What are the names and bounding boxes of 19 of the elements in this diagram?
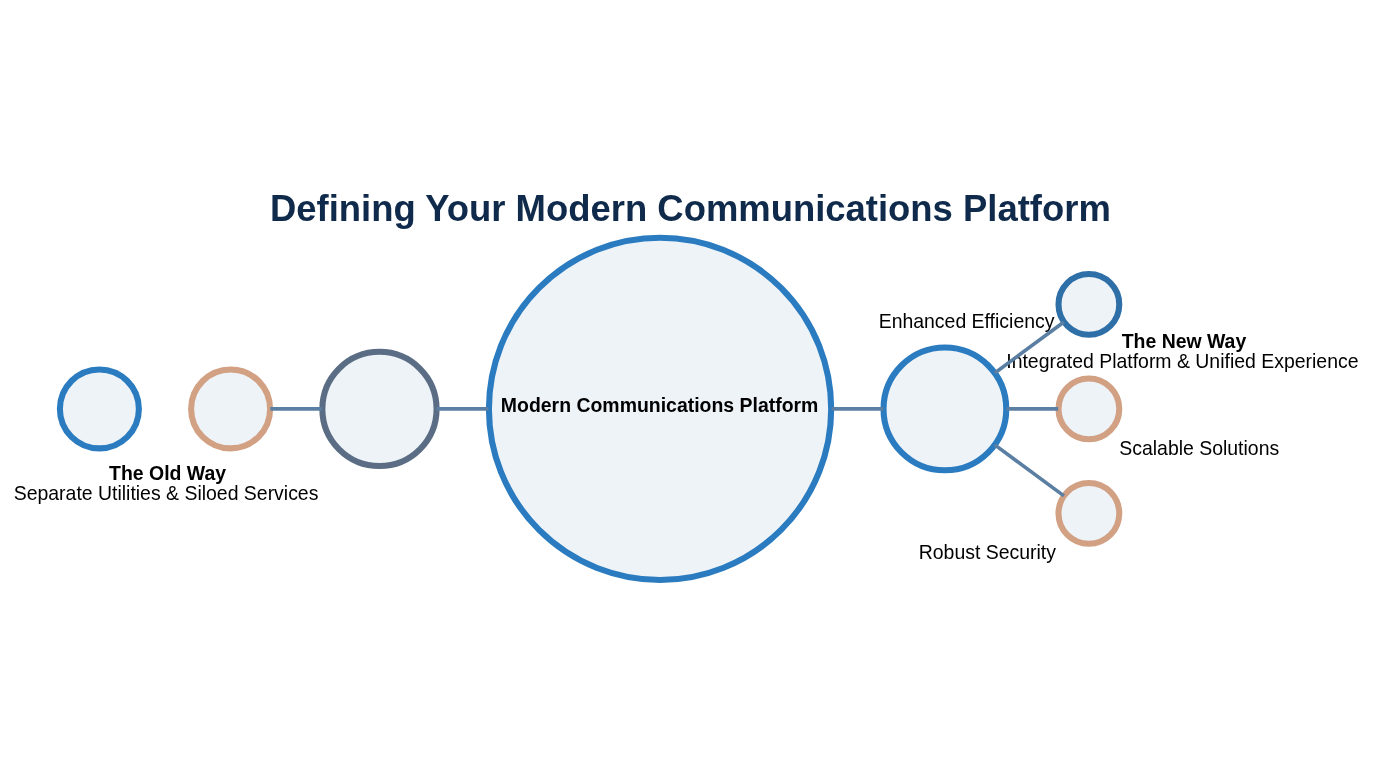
node-label: Enhanced Efficiency [878, 310, 1055, 333]
connector [831, 407, 884, 411]
node-circle [880, 344, 1010, 474]
node-circle [319, 348, 440, 470]
connector [436, 407, 489, 411]
node-circle [188, 366, 274, 452]
node-label: The Old Way [109, 462, 227, 485]
connector [993, 320, 1065, 375]
node-circle [56, 366, 142, 452]
connector [993, 443, 1065, 498]
connector [270, 407, 322, 411]
diagram-title: Defining Your Modern Communications Platform [270, 187, 1111, 229]
connector [1006, 407, 1059, 411]
node-label: Scalable Solutions [1119, 436, 1280, 459]
node-circle [1055, 480, 1123, 547]
node-label: The New Way [1121, 330, 1247, 353]
node-circle [1055, 271, 1123, 338]
node-circle: Modern Communications Platform [485, 234, 835, 584]
node-label: Robust Security [918, 541, 1056, 564]
